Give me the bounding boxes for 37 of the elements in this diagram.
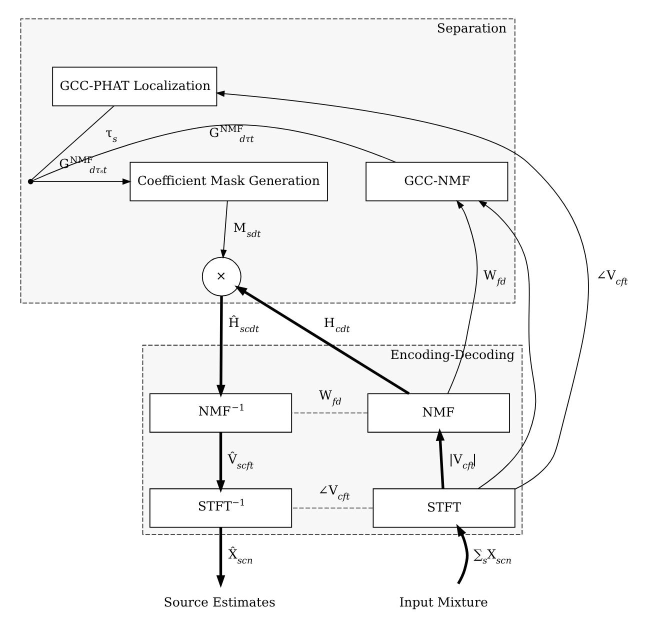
edge-label: V̂$_{scft}$ [227, 451, 253, 472]
edge-label: ∠V$_{cft}$ [596, 268, 628, 288]
arrow [446, 200, 478, 394]
node-box: NMF$^{−1}$ [148, 393, 292, 433]
node-box: NMF [366, 393, 510, 433]
arrow [32, 178, 131, 185]
arrow [477, 200, 536, 490]
node-text: Source Estimates [163, 594, 275, 610]
node-circle: × [201, 256, 241, 296]
edge-label: Ĥ$_{scdt}$ [228, 315, 258, 336]
node-box: GCC-PHAT Localization [52, 66, 217, 106]
node-point [27, 178, 33, 184]
edge-label: |V$_{cft}$| [448, 451, 476, 472]
arrow [216, 527, 225, 588]
edge-label: ∑$_{s}$X$_{scn}$ [473, 546, 511, 566]
node-box: STFT [372, 488, 515, 528]
arrow [216, 296, 225, 398]
node-box: GCC-NMF [365, 162, 508, 202]
node-text: Input Mixture [398, 594, 488, 610]
arrow [215, 90, 588, 490]
edge-label: M$_{sdt}$ [232, 220, 260, 240]
connector [32, 124, 396, 181]
edge-label: W$_{fd}$ [318, 387, 341, 408]
arrow [456, 524, 468, 584]
edge-label: H$_{cdt}$ [323, 315, 350, 336]
node-box: Coefficient Mask Generation [129, 162, 328, 202]
edge-label: W$_{fd}$ [483, 268, 506, 288]
edge-label: τ$_{s}$ [105, 124, 117, 145]
node-box: STFT$^{−1}$ [148, 488, 292, 528]
arrow [220, 200, 228, 259]
connector [31, 105, 114, 180]
edge-label: ∠V$_{cft}$ [318, 482, 350, 502]
edge-label: X̂$_{scn}$ [228, 546, 252, 566]
connector [290, 412, 368, 414]
arrow [216, 432, 225, 493]
arrow [234, 286, 410, 395]
arrow [435, 428, 444, 489]
